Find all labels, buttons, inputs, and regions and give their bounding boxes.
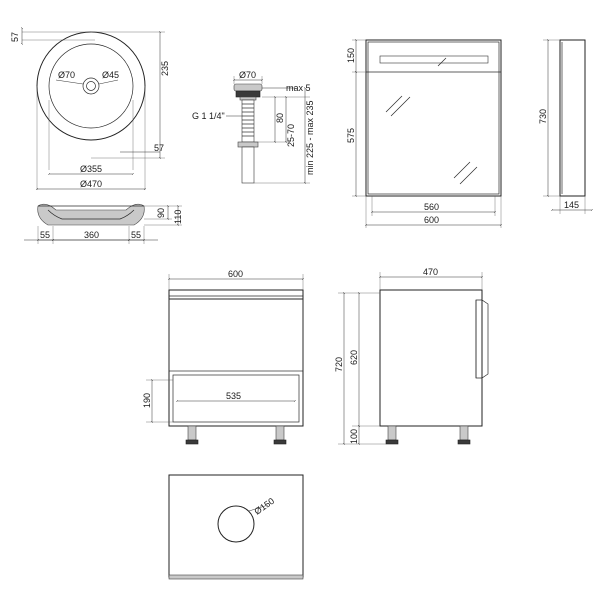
mirror-dim-730: 730 [538, 109, 548, 124]
dim-d470: Ø470 [80, 179, 102, 189]
drain-view: Ø70 max 5 G 1 1/4" 80 25-70 min 225 - ma… [192, 70, 315, 185]
cabinet-dim-100: 100 [349, 429, 359, 444]
cabinet-front-view: 600 190 535 [142, 269, 305, 445]
dim-d45: Ø45 [102, 70, 119, 80]
cabinet-dim-190: 190 [142, 393, 152, 408]
dim-55-right: 55 [131, 230, 141, 240]
mirror-light-bar [379, 55, 489, 64]
cabinet-legs-front [185, 425, 287, 445]
mirror-dim-560: 560 [424, 202, 439, 212]
drain-dim-range: min 225 - max 235 [305, 100, 315, 175]
mirror-front-view: 150 575 560 600 [346, 38, 503, 228]
dim-57-top: 57 [10, 32, 20, 42]
sink-top-view: 57 235 Ø70 Ø45 57 Ø355 Ø470 [10, 26, 170, 191]
cabinet-body [168, 298, 304, 427]
mirror-dim-600: 600 [424, 215, 439, 225]
cabinet-top-view: Ø150 [168, 474, 304, 580]
cabinet-dim-535: 535 [226, 391, 241, 401]
drain-thread-label: G 1 1/4" [192, 111, 225, 121]
mirror-side-body [559, 39, 586, 197]
dim-235: 235 [160, 61, 170, 76]
mirror-frame [365, 39, 502, 197]
cabinet-dim-620: 620 [349, 350, 359, 365]
drain-cap [233, 83, 263, 92]
drain-dim-d70: Ø70 [239, 70, 256, 80]
cabinet-legs-side [385, 425, 471, 445]
sink-bowl [48, 43, 134, 129]
drain-outer [82, 77, 100, 95]
dim-90: 90 [156, 208, 166, 218]
cabinet-side-body [379, 289, 483, 427]
cabinet-top-drain-hole [217, 505, 255, 543]
drain-dim-80: 80 [275, 113, 285, 123]
dim-d355: Ø355 [80, 164, 102, 174]
dim-110: 110 [173, 210, 183, 224]
cabinet-dim-600: 600 [228, 269, 243, 279]
cabinet-top-slab [168, 289, 304, 300]
cabinet-top-edge [168, 574, 304, 580]
drain-pipe [241, 146, 255, 184]
mirror-dim-575: 575 [346, 128, 356, 143]
cabinet-top-outline [168, 474, 304, 578]
cabinet-dim-470: 470 [423, 267, 438, 277]
mirror-dim-145: 145 [564, 200, 579, 210]
sink-outer-rim [36, 31, 146, 141]
sink-side-view: 90 110 55 360 55 [24, 203, 183, 244]
drain-dim-25-70: 25-70 [286, 124, 296, 147]
dim-d70: Ø70 [58, 70, 75, 80]
dim-57-side: 57 [154, 143, 164, 153]
cabinet-open-shelf [172, 374, 300, 423]
drain-dim-max5: max 5 [286, 83, 311, 93]
dim-55-left: 55 [40, 230, 50, 240]
mirror-side-view: 730 145 [538, 38, 594, 214]
cabinet-drawer [168, 298, 304, 372]
mirror-dim-150: 150 [346, 48, 356, 63]
dim-360: 360 [84, 230, 99, 240]
drain-inner [86, 81, 96, 91]
cabinet-side-view: 470 720 620 100 [334, 267, 489, 446]
cabinet-dim-720: 720 [334, 357, 344, 372]
